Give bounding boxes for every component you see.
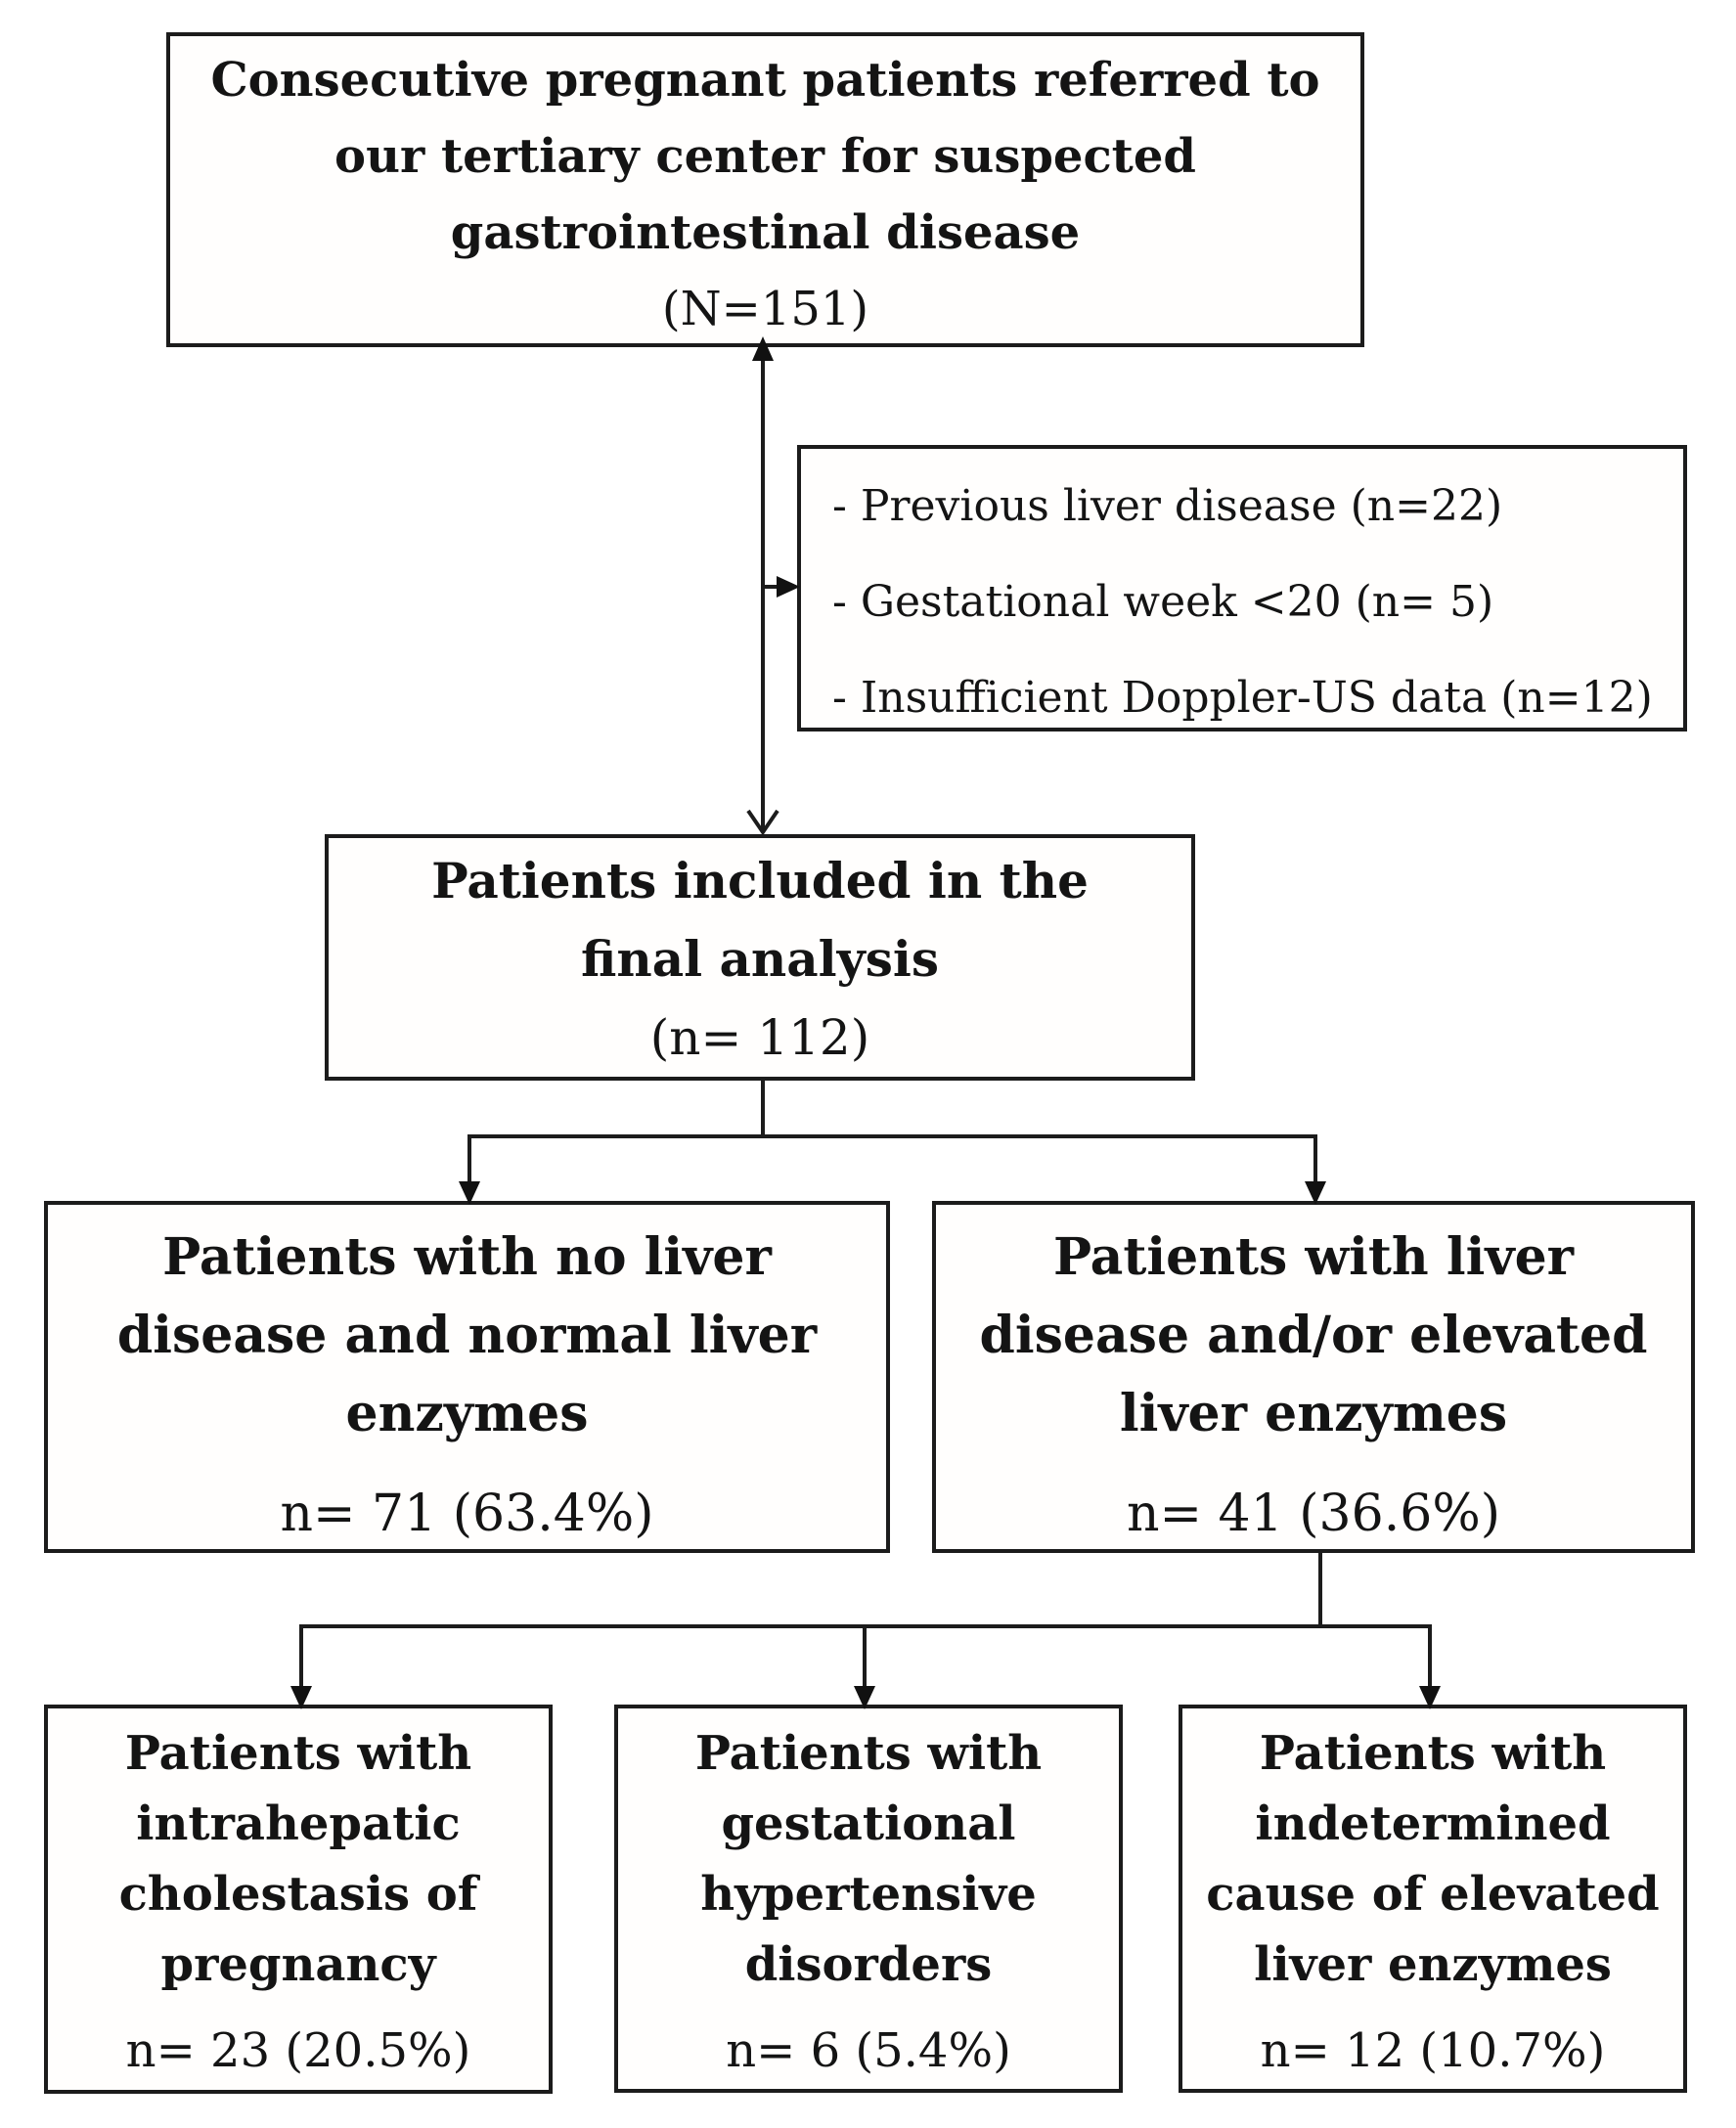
box-title-line: final analysis xyxy=(581,930,939,988)
box-liver-disease: Patients with liver disease and/or eleva… xyxy=(932,1201,1695,1553)
box-title-line: Consecutive pregnant patients referred t… xyxy=(210,53,1320,108)
box-exclusions: - Previous liver disease (n=22) - Gestat… xyxy=(797,445,1687,732)
box-title-line: intrahepatic xyxy=(136,1796,461,1851)
box-title-line: gastrointestinal disease xyxy=(450,205,1081,260)
box-count: (n= 112) xyxy=(649,1009,870,1066)
box-title-line: our tertiary center for suspected xyxy=(334,129,1196,184)
connector-exclusions-arrow xyxy=(763,576,800,598)
box-cholestasis-of-pregnancy: Patients with intrahepatic cholestasis o… xyxy=(44,1705,553,2094)
box-included-patients: Patients included in the final analysis … xyxy=(325,834,1195,1081)
exclusion-item: - Insufficient Doppler-US data (n=12) xyxy=(832,673,1653,723)
box-title-line: pregnancy xyxy=(160,1937,436,1992)
box-title-line: Patients with no liver xyxy=(162,1227,772,1287)
box-title-line: Patients with xyxy=(694,1726,1043,1781)
box-title-line: disease and normal liver xyxy=(116,1306,818,1365)
box-title-line: disorders xyxy=(744,1937,993,1992)
box-indetermined-cause: Patients with indetermined cause of elev… xyxy=(1179,1705,1687,2093)
exclusion-item: - Previous liver disease (n=22) xyxy=(832,481,1503,531)
arrowhead-down-chevron-icon xyxy=(746,809,779,836)
box-title-line: indetermined xyxy=(1255,1796,1611,1851)
box-count: n= 71 (63.4%) xyxy=(280,1485,654,1543)
box-count: n= 12 (10.7%) xyxy=(1260,2023,1606,2078)
connector-included-split xyxy=(459,1079,1326,1205)
box-title-line: hypertensive xyxy=(700,1867,1037,1922)
exclusion-item: - Gestational week <20 (n= 5) xyxy=(832,577,1494,627)
box-referred-patients: Consecutive pregnant patients referred t… xyxy=(166,32,1364,347)
box-title-line: cholestasis of xyxy=(118,1867,478,1922)
box-count: n= 41 (36.6%) xyxy=(1126,1485,1501,1543)
box-hypertensive-disorders: Patients with gestational hypertensive d… xyxy=(614,1705,1123,2093)
box-count: n= 6 (5.4%) xyxy=(726,2023,1011,2078)
box-count: n= 23 (20.5%) xyxy=(125,2023,471,2078)
box-title-line: gestational xyxy=(721,1796,1016,1851)
box-title-line: Patients with xyxy=(124,1726,472,1781)
box-title-line: disease and/or elevated xyxy=(979,1306,1648,1365)
connector-liver-disease-split xyxy=(290,1551,1441,1709)
box-title-line: Patients with xyxy=(1259,1726,1607,1781)
box-count: (N=151) xyxy=(661,282,869,336)
box-title-line: Patients with liver xyxy=(1052,1227,1575,1287)
box-title-line: liver enzymes xyxy=(1119,1384,1508,1443)
box-title-line: liver enzymes xyxy=(1254,1937,1612,1992)
box-title-line: cause of elevated xyxy=(1206,1867,1660,1922)
connector-referred-to-included xyxy=(746,336,779,836)
box-no-liver-disease: Patients with no liver disease and norma… xyxy=(44,1201,890,1553)
box-title-line: enzymes xyxy=(345,1384,589,1443)
box-title-line: Patients included in the xyxy=(431,852,1089,909)
